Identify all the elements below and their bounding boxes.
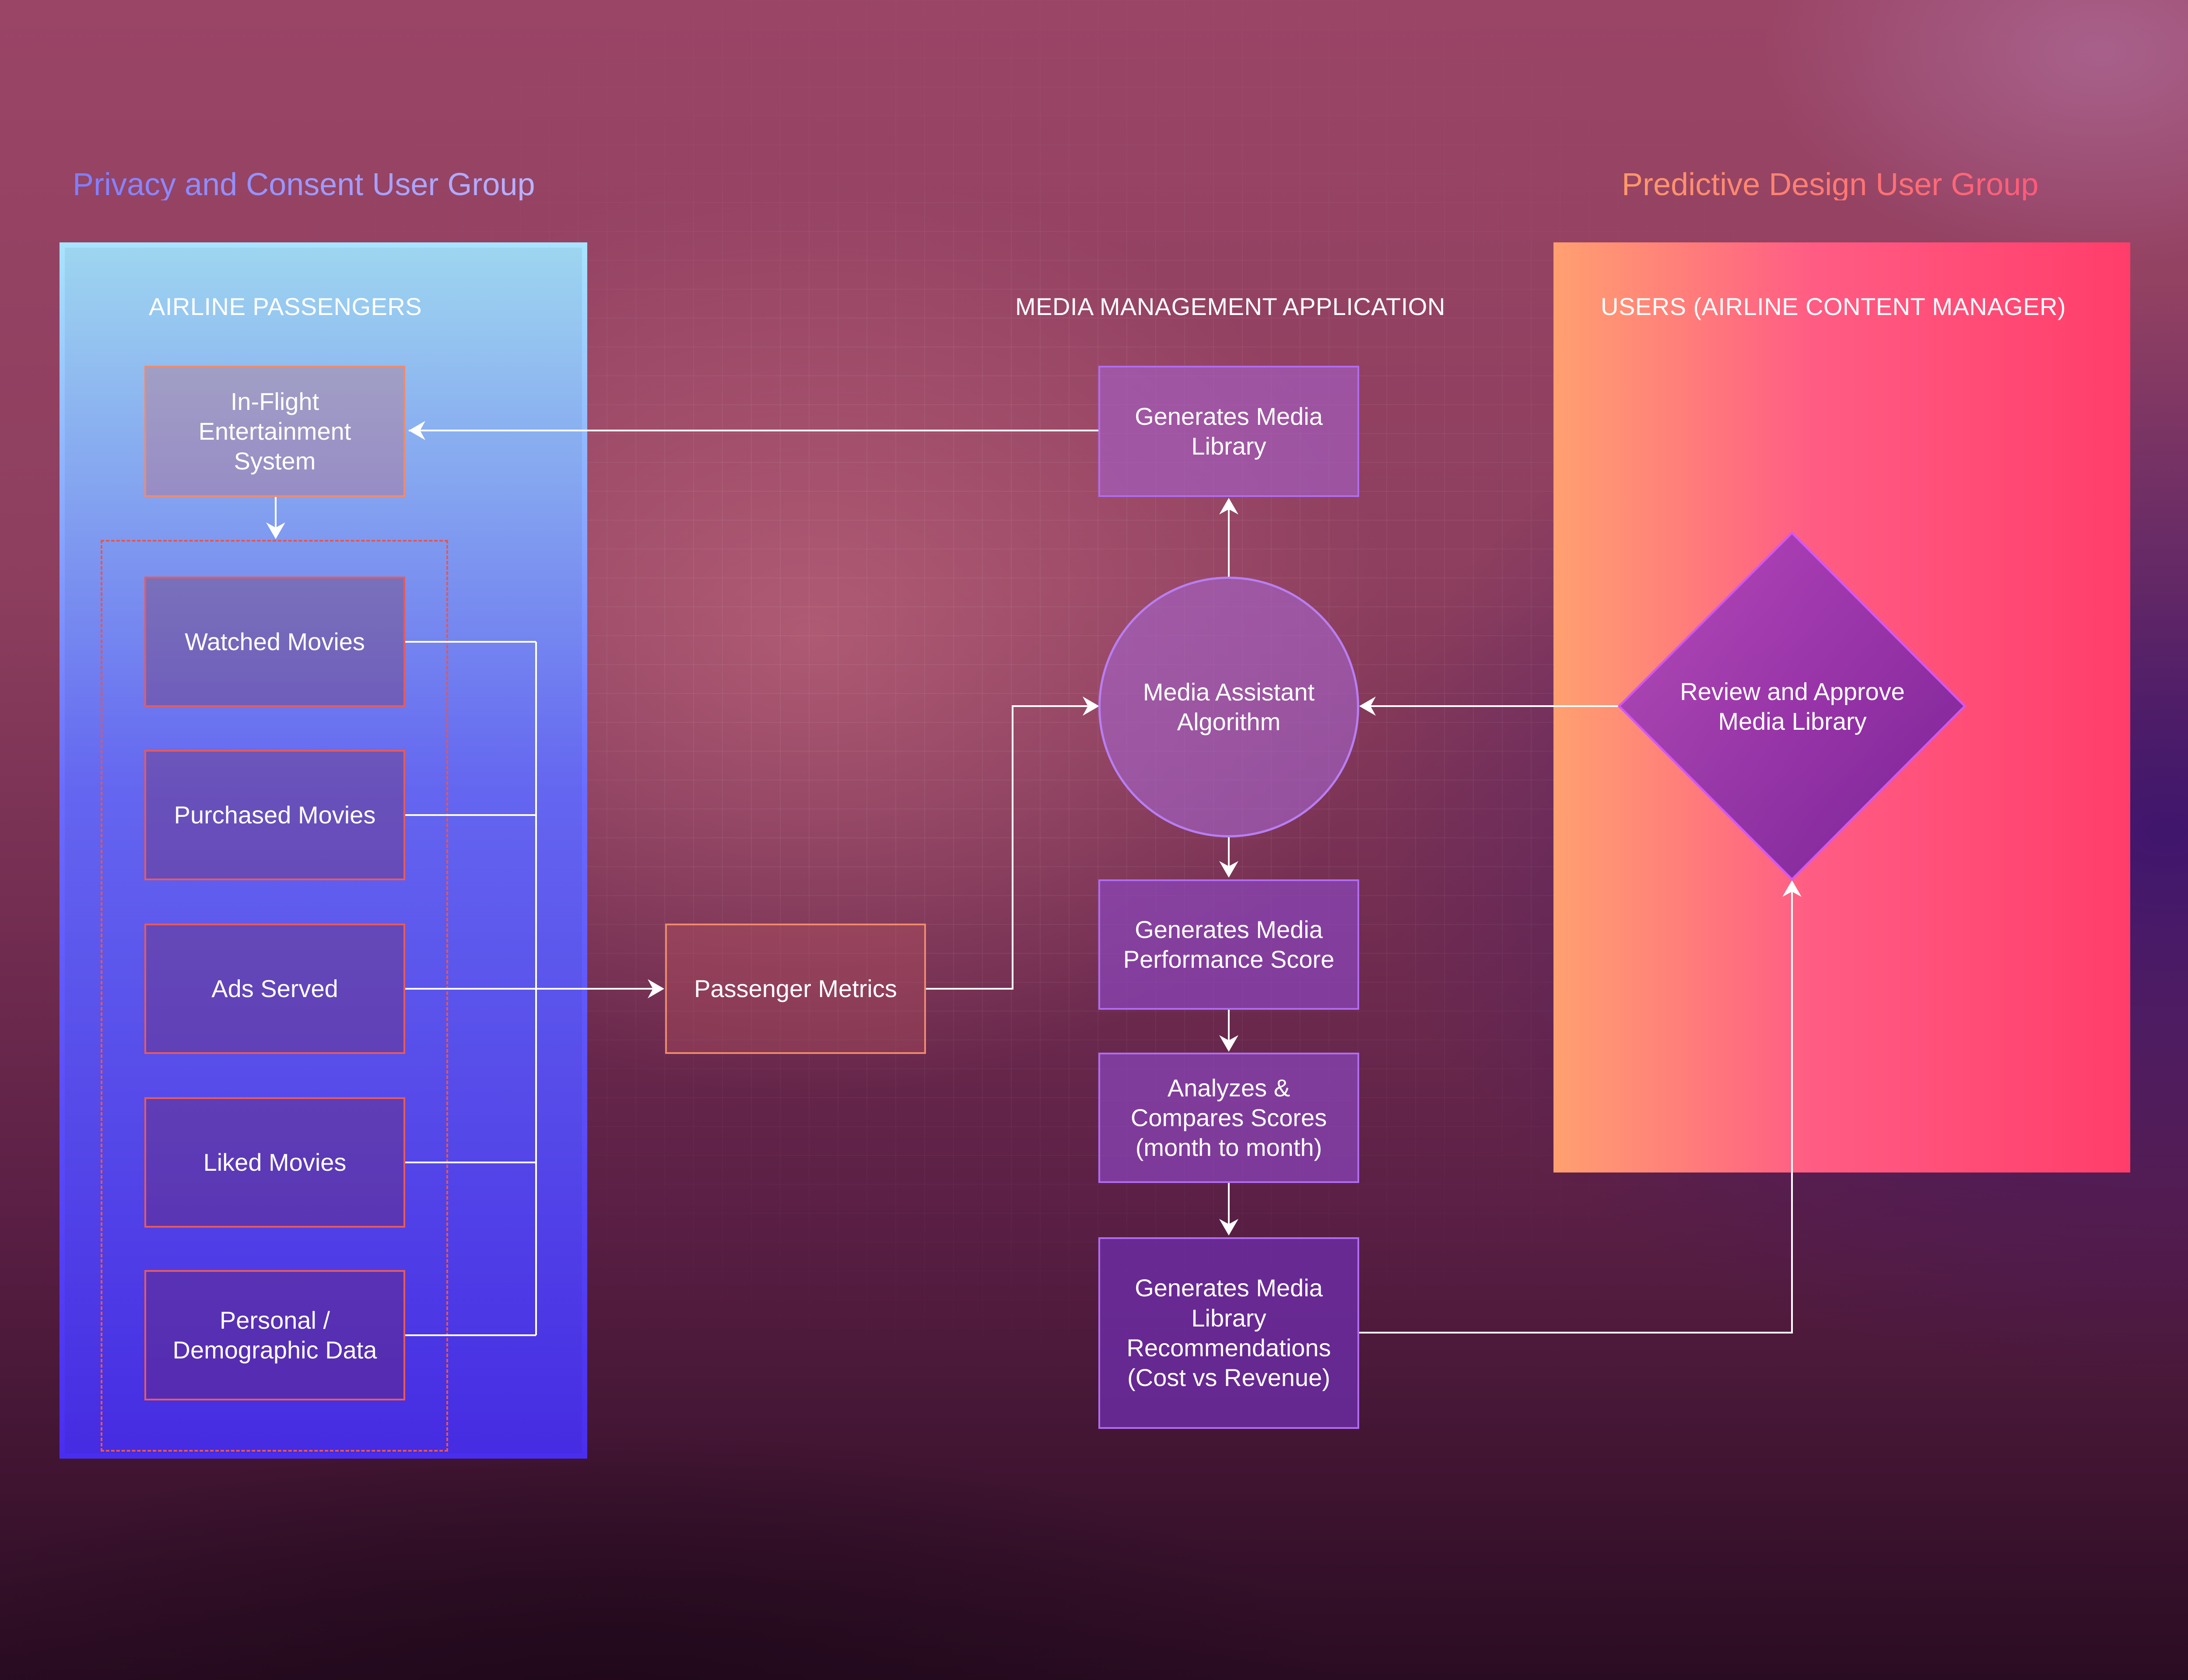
arrowhead-performance	[1219, 861, 1238, 878]
passenger-data-dashed-frame	[101, 540, 448, 1452]
connector-recommendations-to-review	[1358, 885, 1793, 1334]
predictive-group-title: Predictive Design User Group	[1622, 167, 2039, 202]
passenger-metrics-node: Passenger Metrics	[665, 924, 926, 1054]
media-management-application-label: MEDIA MANAGEMENT APPLICATION	[1015, 293, 1445, 320]
in-flight-entertainment-system-node: In-Flight Entertainment System	[144, 366, 405, 497]
arrowhead-recommendations	[1219, 1219, 1238, 1236]
privacy-group-title: Privacy and Consent User Group	[73, 167, 535, 202]
watched-movies-node: Watched Movies	[144, 577, 405, 707]
arrowhead-library	[1219, 498, 1238, 514]
ads-served-node: Ads Served	[144, 924, 405, 1054]
privacy-group-frame	[60, 242, 587, 1459]
arrowhead-algorithm-left	[1083, 696, 1099, 716]
review-approve-media-library-label: Review and Approve Media Library	[1680, 677, 1905, 735]
arrowhead-algorithm-right	[1359, 696, 1376, 716]
arrowhead-metrics	[648, 979, 664, 998]
generates-media-library-node: Generates Media Library	[1098, 366, 1359, 497]
connector-metrics-to-algorithm	[926, 705, 1094, 990]
liked-movies-node: Liked Movies	[144, 1097, 405, 1228]
arrowhead-review	[1782, 880, 1802, 897]
generates-media-library-recommendations-node: Generates Media Library Recommendations …	[1098, 1237, 1359, 1429]
personal-demographic-data-node: Personal / Demographic Data	[144, 1270, 405, 1400]
analyzes-compares-scores-node: Analyzes & Compares Scores (month to mon…	[1098, 1053, 1359, 1183]
arrowhead-ife	[409, 421, 425, 440]
arrowhead-analyzes	[1219, 1035, 1238, 1052]
generates-media-performance-score-node: Generates Media Performance Score	[1098, 879, 1359, 1010]
arrowhead-data	[266, 522, 285, 539]
purchased-movies-node: Purchased Movies	[144, 750, 405, 880]
review-approve-diamond	[1617, 531, 1967, 881]
users-airline-content-manager-label: USERS (AIRLINE CONTENT MANAGER)	[1601, 293, 2066, 320]
media-assistant-algorithm-node: Media Assistant Algorithm	[1098, 577, 1359, 837]
airline-passengers-label: AIRLINE PASSENGERS	[149, 293, 422, 320]
